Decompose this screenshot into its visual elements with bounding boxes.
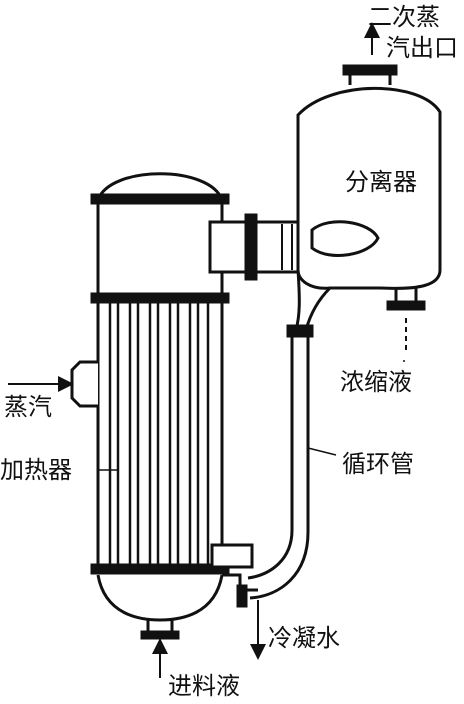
label-concentrate: 浓缩液 xyxy=(340,368,412,396)
steam-inlet-nozzle xyxy=(8,360,98,408)
circulation-pipe xyxy=(247,324,314,600)
vapor-pipe xyxy=(208,213,300,281)
label-circulation-pipe: 循环管 xyxy=(342,450,414,478)
flange-tubesheet-bottom xyxy=(90,563,230,575)
label-feed-liquid: 进料液 xyxy=(168,672,240,700)
flange-tubesheet-top xyxy=(90,292,230,304)
label-secondary-steam-2: 汽出口 xyxy=(386,34,458,62)
condensate-outlet xyxy=(210,543,266,660)
heater-vessel xyxy=(90,172,230,622)
flange-top xyxy=(90,193,230,205)
heater-tubes xyxy=(108,302,210,565)
label-steam: 蒸汽 xyxy=(4,393,52,421)
label-heater: 加热器 xyxy=(0,456,72,484)
feed-inlet-nozzle xyxy=(140,620,180,678)
label-condensate: 冷凝水 xyxy=(268,624,340,652)
label-separator: 分离器 xyxy=(345,168,417,196)
label-secondary-steam-1: 二次蒸 xyxy=(368,3,440,31)
circulation-leader xyxy=(307,447,337,456)
separator-vessel xyxy=(294,22,442,352)
